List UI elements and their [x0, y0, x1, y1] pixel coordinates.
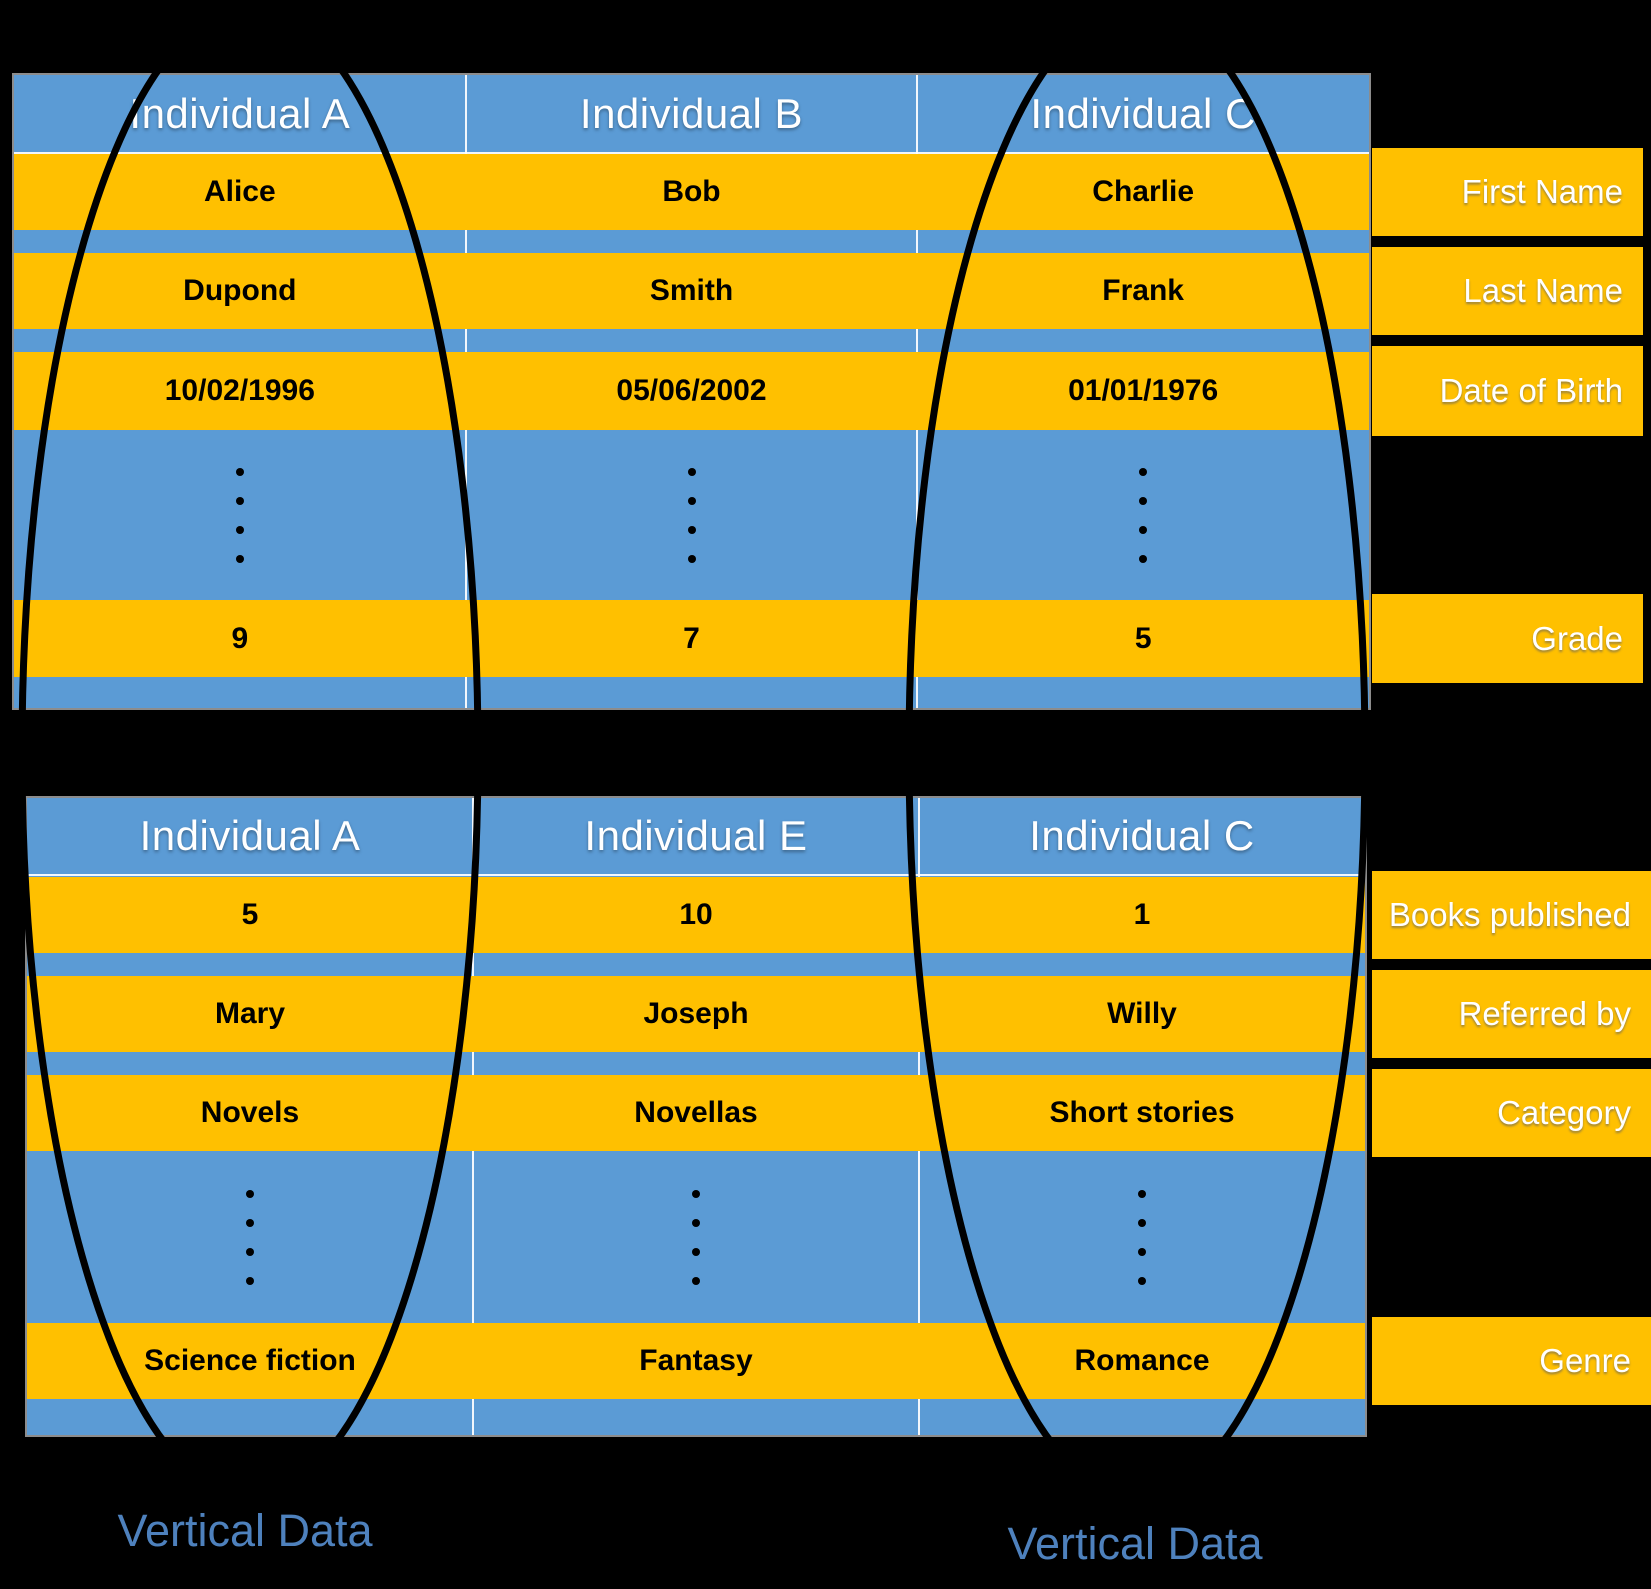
ellipsis-dots — [687, 468, 696, 563]
table-cell: 9 — [231, 621, 249, 655]
top-table: Individual A Individual B Individual C Alic… — [14, 75, 1369, 708]
table-cell: 10/02/1996 — [164, 374, 315, 407]
row-label: Last Name — [1372, 247, 1643, 335]
row-bar: Dupond Smith Frank — [14, 253, 1369, 329]
row-bar: 10/02/1996 05/06/2002 01/01/1976 — [14, 352, 1369, 430]
table-cell: 05/06/2002 — [616, 374, 767, 407]
ellipsis-dots — [246, 1190, 254, 1285]
row-bar: Alice Bob Charlie — [14, 154, 1369, 230]
row-label: Referred by — [1372, 970, 1651, 1058]
row-bar: Science fiction Fantasy Romance — [27, 1323, 1365, 1399]
row-bar: Mary Joseph Willy — [27, 976, 1365, 1052]
table-cell: Smith — [649, 274, 734, 307]
header-cell: Individual C — [1029, 812, 1255, 859]
table-cell: 10 — [679, 898, 713, 931]
row-label: Date of Birth — [1372, 346, 1643, 436]
table-cell: 5 — [241, 898, 259, 931]
table-cell: Short stories — [1049, 1096, 1235, 1129]
ellipsis-dots — [235, 468, 244, 563]
header-cell: Individual E — [584, 812, 808, 859]
table-cell: Novels — [200, 1096, 300, 1129]
table-cell: Joseph — [643, 997, 749, 1030]
bottom-table: Individual A Individual E Individual C 5 10 1… — [27, 798, 1365, 1435]
table-cell: Novellas — [634, 1096, 758, 1129]
row-label: Genre — [1372, 1317, 1651, 1405]
ellipsis-dots — [1139, 468, 1148, 563]
table-cell: Frank — [1102, 274, 1184, 307]
row-bar: 9 7 5 — [14, 600, 1369, 677]
table-cell: Charlie — [1092, 175, 1195, 208]
row-bar: Novels Novellas Short stories — [27, 1075, 1365, 1151]
table-cell: 5 — [1134, 621, 1152, 655]
table-cell: 7 — [683, 621, 700, 655]
header-cell: Individual C — [1030, 89, 1256, 137]
table-cell: Dupond — [183, 274, 297, 307]
header-divider-line — [27, 874, 1365, 876]
ellipsis-dots — [1138, 1190, 1146, 1285]
table-cell: Mary — [214, 997, 286, 1030]
row-label: Category — [1372, 1069, 1651, 1157]
table-cell: Fantasy — [639, 1344, 753, 1377]
table-cell: Romance — [1074, 1344, 1210, 1377]
row-label: Grade — [1372, 594, 1643, 683]
table-cell: 1 — [1133, 898, 1151, 931]
row-bar: 5 10 1 — [27, 877, 1365, 953]
header-cell: Individual B — [579, 89, 804, 137]
header-divider-line — [14, 152, 1369, 154]
table-cell: Willy — [1107, 997, 1177, 1030]
table-cell: Bob — [662, 175, 721, 208]
row-label: Books published — [1372, 871, 1651, 959]
table-cell: Science fiction — [144, 1344, 356, 1377]
table-cell: 01/01/1976 — [1068, 374, 1219, 407]
header-cell: Individual A — [139, 812, 361, 859]
caption-vertical-data-left: Vertical Data — [117, 1505, 373, 1556]
header-cell: Individual A — [129, 89, 351, 137]
table-cell: Alice — [203, 175, 276, 208]
caption-vertical-data-right: Vertical Data — [1007, 1518, 1263, 1569]
row-label: First Name — [1372, 148, 1643, 236]
ellipsis-dots — [692, 1190, 700, 1285]
